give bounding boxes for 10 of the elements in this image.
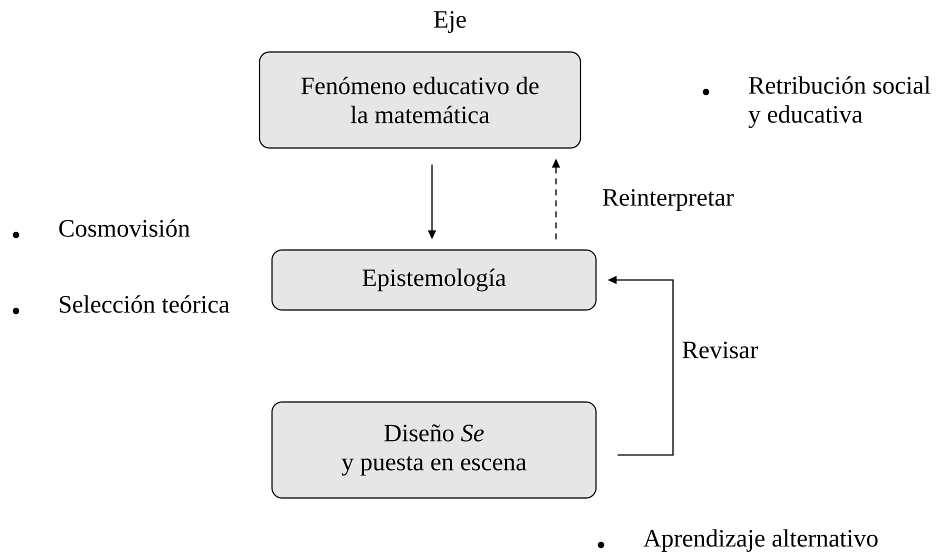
process-box: Fenómeno educativo de la matemática [258,51,582,149]
bullet-text: Retribución social y educativa [748,76,930,128]
process-box: Diseño Se y puesta en escena [271,401,597,499]
bullet-text: Cosmovisión [59,219,190,237]
process-box: Epistemología [271,249,597,311]
title: Eje [434,11,466,33]
bullet-text: Aprendizaje alternativo [643,529,878,552]
edge-label: Reinterpretar [601,188,735,212]
bullet-text: Selección teórica [60,295,230,313]
edge-label: Revisar [680,340,760,360]
